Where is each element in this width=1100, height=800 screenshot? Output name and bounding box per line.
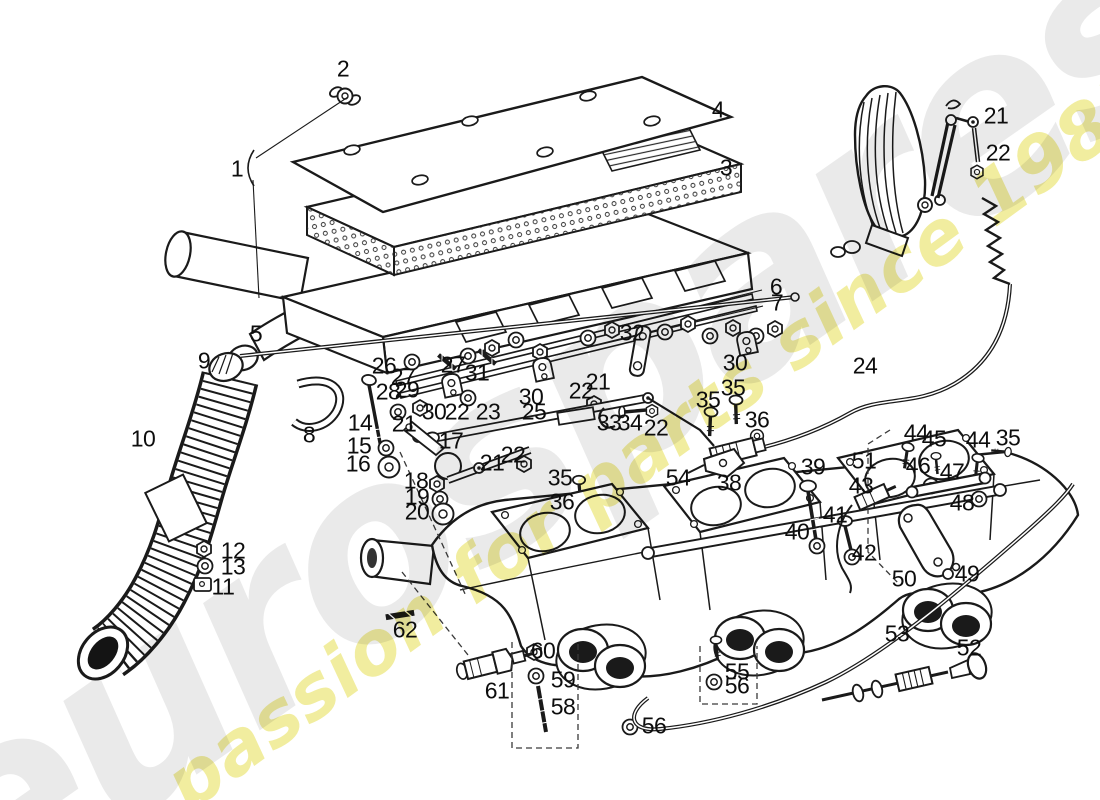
callout-47: 47 (939, 458, 965, 485)
callout-40: 40 (784, 518, 810, 545)
callout-7: 7 (770, 289, 784, 316)
callout-22: 22 (500, 441, 526, 468)
callout-41: 41 (822, 501, 848, 528)
callout-62: 62 (392, 616, 418, 643)
callout-19: 19 (404, 483, 430, 510)
callout-49: 49 (954, 560, 980, 587)
callout-60: 60 (530, 637, 556, 664)
callout-1: 1 (230, 155, 244, 182)
callout-13: 13 (220, 553, 246, 580)
callout-30: 30 (518, 383, 544, 410)
support-bracket-hardware (799, 440, 1014, 594)
callout-56: 56 (724, 672, 750, 699)
callout-46: 46 (905, 452, 931, 479)
callout-58: 58 (550, 693, 576, 720)
callout-25: 25 (521, 398, 547, 425)
callout-12: 12 (220, 537, 246, 564)
runner-ports (555, 582, 993, 691)
callout-26: 26 (371, 352, 397, 379)
callout-35: 35 (995, 424, 1021, 451)
callout-24: 24 (852, 352, 878, 379)
callout-42: 42 (851, 539, 877, 566)
callout-23: 23 (475, 398, 501, 425)
callout-15: 15 (346, 432, 372, 459)
callout-11: 11 (211, 573, 235, 600)
callout-2: 2 (336, 55, 350, 82)
callout-44: 44 (903, 419, 929, 446)
callout-29: 29 (394, 376, 420, 403)
filter-housing (279, 212, 764, 399)
callout-27: 27 (440, 351, 466, 378)
choke-cable (632, 482, 1075, 732)
callout-32: 32 (619, 319, 645, 346)
throttle-linkage (361, 374, 715, 526)
callout-35: 35 (695, 386, 721, 413)
wing-nut (329, 86, 361, 106)
callout-21: 21 (585, 368, 611, 395)
callout-22: 22 (985, 139, 1011, 166)
callout-45: 45 (921, 425, 947, 452)
callout-3: 3 (719, 154, 733, 181)
callout-21: 21 (391, 410, 417, 437)
callout-36: 36 (744, 406, 770, 433)
accelerator-pedal (830, 85, 1011, 286)
linkage-hardware (239, 292, 800, 444)
callout-28: 28 (375, 378, 401, 405)
callout-21: 21 (983, 102, 1009, 129)
callout-30: 30 (421, 398, 447, 425)
callout-22: 22 (643, 414, 669, 441)
callout-59: 59 (550, 666, 576, 693)
temp-sensor (455, 647, 533, 681)
choke-knob-assembly (821, 652, 988, 703)
callout-56: 56 (641, 712, 667, 739)
callout-10: 10 (130, 425, 156, 452)
callout-55: 55 (724, 658, 750, 685)
callout-34: 34 (617, 409, 643, 436)
callout-50: 50 (891, 565, 917, 592)
callout-53: 53 (884, 620, 910, 647)
callout-36: 36 (549, 488, 575, 515)
callout-35: 35 (547, 464, 573, 491)
callout-33: 33 (596, 409, 622, 436)
callout-31: 31 (464, 359, 490, 386)
filter-element (303, 124, 745, 277)
callout-61: 61 (484, 677, 510, 704)
callout-43: 43 (848, 472, 874, 499)
carb-plate (662, 456, 822, 534)
flexible-hose (76, 371, 259, 681)
callout-35: 35 (720, 374, 746, 401)
callout-27: 27 (390, 363, 416, 390)
callout-52: 52 (956, 634, 982, 661)
callout-6: 6 (769, 273, 783, 300)
callout-5: 5 (249, 320, 263, 347)
callout-9: 9 (197, 347, 211, 374)
callout-39: 39 (800, 453, 826, 480)
callout-22: 22 (568, 377, 594, 404)
callout-8: 8 (302, 421, 316, 448)
callout-30: 30 (722, 349, 748, 376)
callout-4: 4 (711, 96, 725, 123)
callout-16: 16 (345, 450, 371, 477)
callout-44: 44 (965, 426, 991, 453)
callout-48: 48 (949, 489, 975, 516)
callout-22: 22 (444, 398, 470, 425)
callout-14: 14 (347, 409, 373, 436)
carb-plate (490, 482, 650, 560)
throttle-cable (687, 283, 1012, 479)
callout-51: 51 (851, 447, 877, 474)
callout-21: 21 (479, 449, 505, 476)
callout-17: 17 (438, 427, 464, 454)
callout-38: 38 (716, 469, 742, 496)
solenoid-sensor (853, 482, 897, 512)
filter-lid (247, 75, 735, 299)
callout-18: 18 (403, 467, 429, 494)
callout-54: 54 (665, 464, 691, 491)
callout-20: 20 (404, 498, 430, 525)
